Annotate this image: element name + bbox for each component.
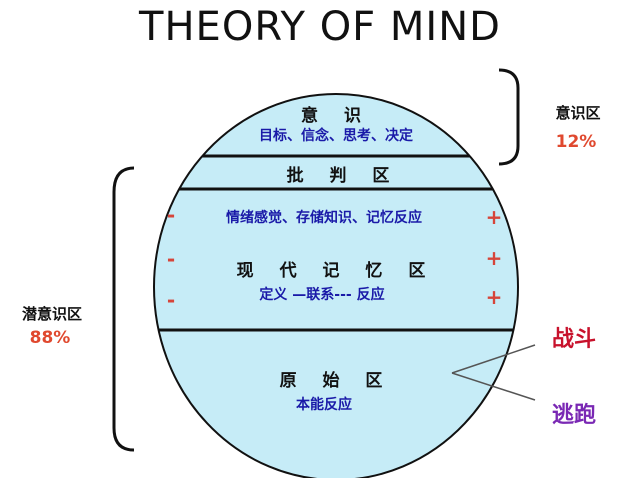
primitive-zone-title: 原 始 区 [279, 371, 393, 391]
fight-response-label: 战斗 [551, 327, 597, 352]
plus-sign: + [485, 285, 503, 309]
conscious-bracket [498, 68, 520, 166]
conscious-region-label: 意识区 [555, 104, 601, 122]
subconscious-region-label: 潜意识区 [21, 305, 83, 323]
minus-sign: - [166, 203, 176, 227]
conscious-zone-desc: 目标、信念、思考、决定 [259, 128, 413, 144]
pointer-line-fight [451, 344, 536, 374]
flee-response-label: 逃跑 [551, 403, 597, 428]
modern-zone-title: 现 代 记 忆 区 [236, 261, 436, 281]
subconscious-region-percent: 88% [29, 328, 71, 348]
subconscious-bracket [112, 166, 135, 452]
critical-zone-title: 批 判 区 [286, 166, 400, 186]
plus-sign: + [485, 246, 503, 270]
minus-sign: - [166, 288, 176, 312]
conscious-zone-title: 意 识 [301, 106, 371, 126]
primitive-zone-desc: 本能反应 [296, 397, 352, 413]
conscious-region-percent: 12% [555, 132, 597, 152]
modern-zone-desc-top: 情绪感觉、存储知识、记忆反应 [226, 210, 422, 226]
modern-zone-desc-bottom: 定义 —联系--- 反应 [259, 287, 385, 303]
plus-sign: + [485, 205, 503, 229]
pointer-line-flee [451, 372, 536, 401]
minus-sign: - [166, 247, 176, 271]
diagram-title: THEORY OF MIND [139, 4, 501, 50]
